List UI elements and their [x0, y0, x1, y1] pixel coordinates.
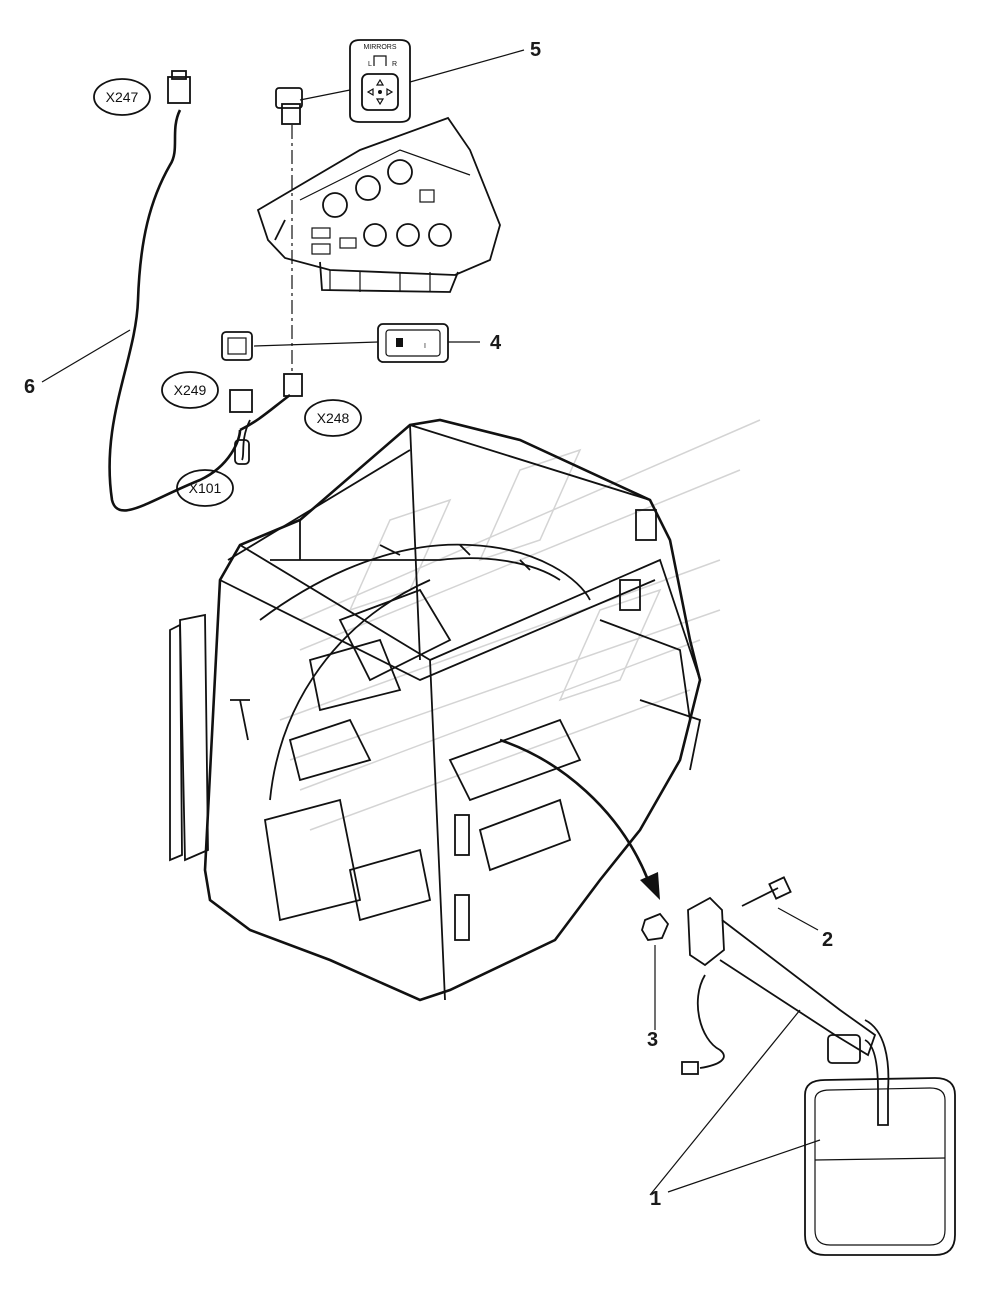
wiring-harness [108, 70, 303, 512]
control-console [256, 116, 501, 293]
switch-receptacle [275, 87, 303, 125]
x101-label: X101 [189, 480, 222, 496]
x101-tag [176, 469, 234, 507]
connector-x247 [167, 76, 191, 104]
x249-label: X249 [174, 382, 207, 398]
callout-6: 6 [24, 376, 35, 398]
x249-tag [161, 371, 219, 409]
x247-tag [93, 78, 151, 116]
callout-1: 1 [650, 1188, 661, 1210]
callout-4: 4 [490, 332, 502, 354]
rocker-switch: I [377, 323, 449, 363]
tractor-cab-frame [169, 418, 702, 1002]
switch-title: MIRRORS [363, 44, 396, 51]
callout-5: 5 [530, 39, 541, 61]
switch-right-label: R [392, 61, 397, 68]
background-watermark [279, 419, 761, 831]
callout-3: 3 [647, 1029, 658, 1051]
connector-x248 [283, 373, 303, 397]
leader-lines [41, 49, 821, 1196]
x247-label: X247 [106, 89, 139, 105]
mirror-adjust-switch: MIRRORS L R [349, 39, 411, 123]
rear-view-mirror-assembly [681, 896, 956, 1256]
connector-x101 [234, 439, 250, 465]
nut [641, 912, 670, 941]
rocker-receptacle [221, 331, 253, 361]
x248-label: X248 [317, 410, 350, 426]
callout-numbers: 1 2 3 4 5 6 [24, 39, 833, 1210]
x248-tag [304, 399, 362, 437]
bolt [741, 876, 792, 907]
connector-x249 [229, 389, 253, 413]
installation-arrow [499, 738, 660, 900]
callout-2: 2 [822, 929, 833, 951]
switch-left-label: L [368, 61, 372, 68]
connector-labels: X247 X249 X248 X101 [93, 78, 362, 507]
rocker-on-mark: I [424, 343, 426, 350]
